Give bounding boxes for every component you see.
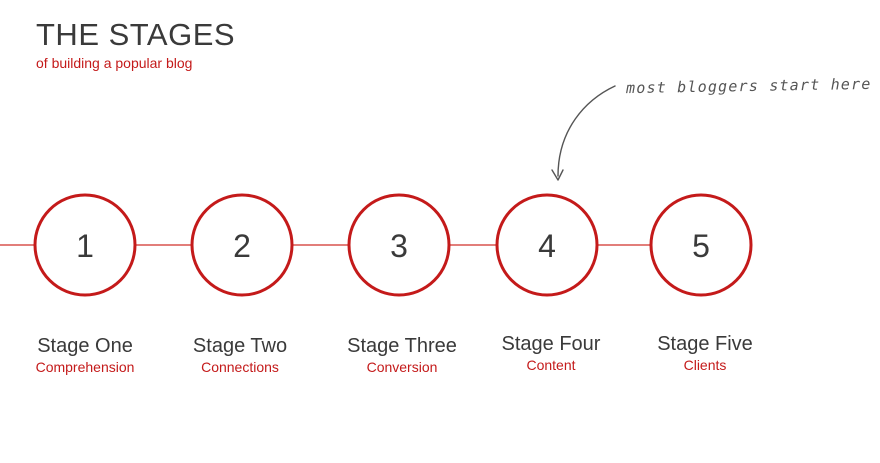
stage-label-4: Stage Four Content <box>476 333 626 374</box>
stage-label-1: Stage One Comprehension <box>10 335 160 376</box>
stage-circle-5: 5 <box>649 193 753 297</box>
stage-number-1: 1 <box>76 228 94 264</box>
stage-name-4: Stage Four <box>501 333 601 355</box>
arrowhead-icon <box>551 169 564 181</box>
stage-description-1: Comprehension <box>35 359 135 375</box>
stage-name-3: Stage Three <box>347 335 457 357</box>
stage-circle-3: 3 <box>347 193 451 297</box>
stage-name-2: Stage Two <box>192 335 288 357</box>
annotation-arrow <box>551 85 616 181</box>
stage-name-5: Stage Five <box>657 333 753 355</box>
stage-number-5: 5 <box>692 228 710 264</box>
stage-description-3: Conversion <box>366 359 438 375</box>
stage-label-3: Stage Three Conversion <box>327 335 477 376</box>
stage-description-5: Clients <box>683 357 727 373</box>
diagram-subtitle: of building a popular blog <box>36 55 193 71</box>
stage-number-3: 3 <box>390 228 408 264</box>
diagram-title: THE STAGES <box>36 17 236 52</box>
stage-number-4: 4 <box>538 228 556 264</box>
stage-label-2: Stage Two Connections <box>165 335 315 376</box>
stage-label-5: Stage Five Clients <box>630 333 780 374</box>
stage-description-4: Content <box>526 357 576 373</box>
stage-circle-2: 2 <box>190 193 294 297</box>
stage-number-2: 2 <box>233 228 251 264</box>
stage-circle-4: 4 <box>495 193 599 297</box>
stage-description-2: Connections <box>201 359 279 375</box>
stage-circle-1: 1 <box>33 193 137 297</box>
stage-name-1: Stage One <box>37 335 133 357</box>
